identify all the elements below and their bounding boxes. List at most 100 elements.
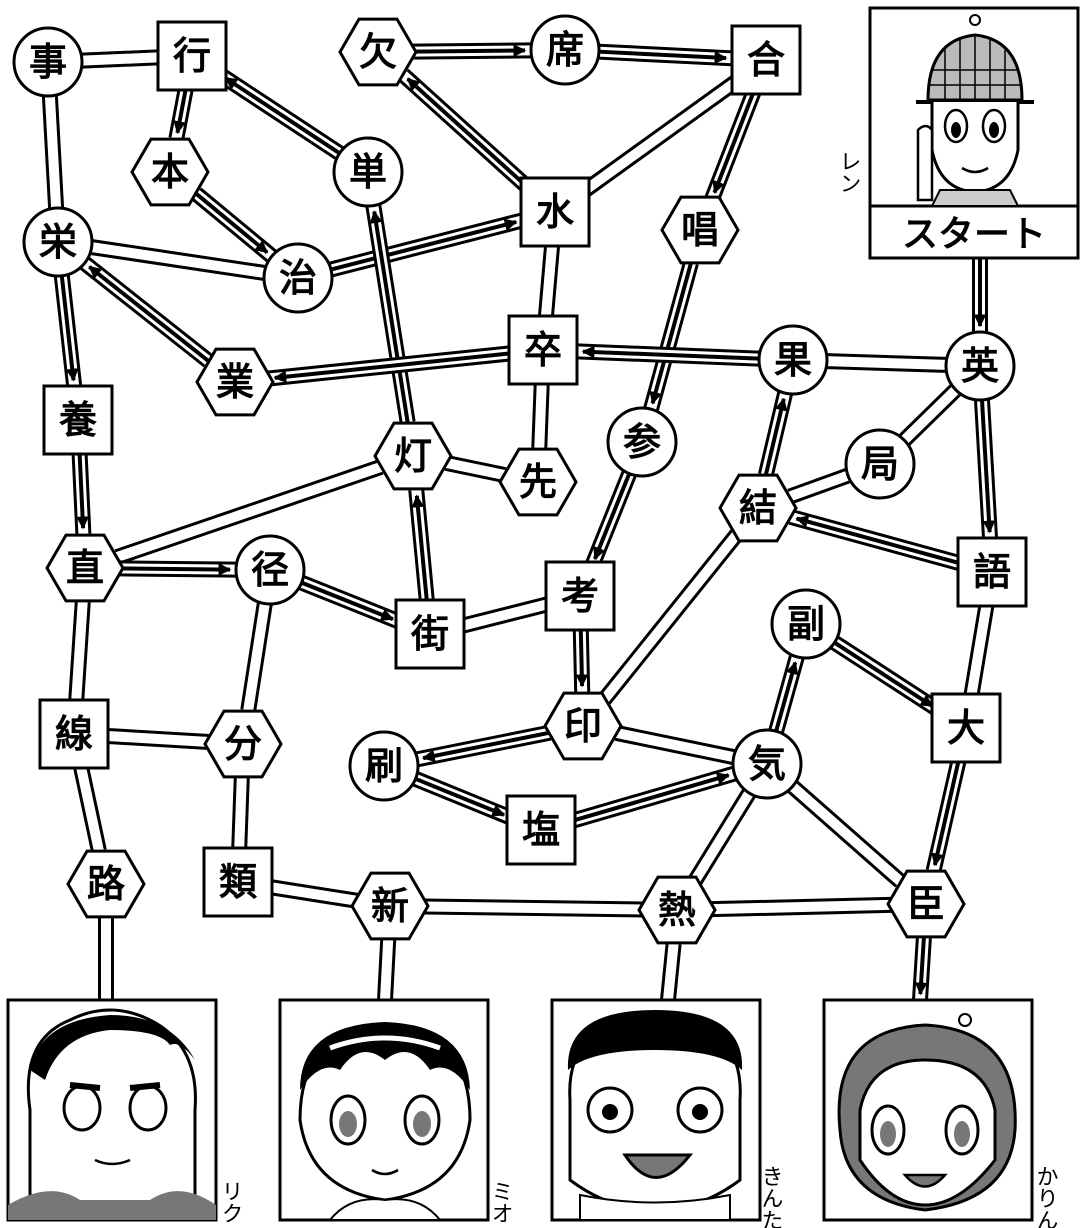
node-sui[interactable]: 水 [519, 176, 591, 248]
node-label: 単 [349, 150, 387, 194]
node-sho[interactable]: 唱 [660, 195, 740, 265]
node-label: 路 [87, 862, 126, 906]
path-sotsu-gyo2 [267, 345, 511, 387]
node-ketsu[interactable]: 欠 [338, 17, 418, 87]
path-san-ko [585, 470, 637, 568]
arrow [273, 351, 510, 384]
node-ka[interactable]: 果 [757, 324, 829, 396]
path-gyo-hon [168, 87, 194, 141]
karin-name: かりん [1033, 1165, 1058, 1228]
path-koto-ei_sakae [41, 95, 65, 209]
path-koto-gyo [81, 49, 159, 69]
node-label: 業 [216, 360, 254, 404]
path-musubi-ka [758, 391, 793, 477]
node-shin2[interactable]: 臣 [886, 869, 966, 939]
path-gai-ko [460, 596, 550, 634]
path-ketsu-sui [397, 68, 536, 196]
node-kei[interactable]: 径 [234, 534, 306, 606]
node-satsu[interactable]: 刷 [348, 730, 420, 802]
node-sen_saki[interactable]: 先 [498, 447, 578, 517]
node-gyo2[interactable]: 業 [195, 347, 275, 417]
mio-panel[interactable] [278, 998, 490, 1222]
path-go-sho [704, 88, 762, 202]
node-label: 水 [536, 190, 575, 234]
node-shin[interactable]: 新 [350, 871, 430, 941]
node-dai[interactable]: 大 [930, 692, 1002, 764]
node-seki[interactable]: 席 [529, 14, 601, 86]
path-ka-ei [826, 353, 947, 373]
path-ei-kyoku [898, 384, 962, 446]
node-yo[interactable]: 養 [42, 384, 114, 456]
path-rui-shin [270, 879, 358, 909]
node-go[interactable]: 合 [730, 24, 802, 96]
path-to-sen_saki [444, 455, 507, 483]
path-ki-netsu [688, 788, 756, 886]
node-musubi[interactable]: 結 [718, 473, 798, 543]
path-satsu-en [412, 771, 513, 825]
path-gyo-tan [215, 68, 345, 160]
karin-panel[interactable] [822, 998, 1034, 1222]
arrow [59, 275, 79, 382]
node-en[interactable]: 塩 [505, 794, 577, 866]
node-ro[interactable]: 路 [66, 849, 146, 919]
path-sotsu-sen_saki [531, 383, 550, 449]
path-ko-in [572, 629, 591, 693]
node-label: 類 [219, 860, 258, 904]
node-label: 先 [519, 460, 557, 504]
path-go2-dai [963, 604, 995, 696]
arrow [406, 77, 532, 191]
path-shin2-karin_b [912, 937, 932, 1001]
node-ei[interactable]: 英 [944, 330, 1016, 402]
arrow [421, 730, 551, 763]
node-in[interactable]: 印 [543, 691, 623, 761]
node-ki[interactable]: 気 [731, 728, 803, 800]
node-netsu[interactable]: 熱 [637, 875, 717, 945]
node-tan[interactable]: 単 [332, 136, 404, 208]
node-label: 新 [371, 884, 409, 928]
node-hon[interactable]: 本 [130, 137, 210, 207]
node-go2[interactable]: 語 [956, 536, 1028, 608]
node-label: 径 [251, 548, 289, 592]
node-label: 熱 [658, 888, 696, 932]
path-sho-san [643, 260, 699, 412]
node-ei_sakae[interactable]: 栄 [22, 206, 94, 278]
node-ji[interactable]: 治 [262, 242, 334, 314]
node-label: 灯 [394, 434, 432, 478]
path-ki-fuku [768, 654, 805, 734]
node-ko[interactable]: 考 [544, 560, 616, 632]
node-label: 果 [774, 338, 812, 382]
node-to[interactable]: 灯 [373, 421, 453, 491]
node-label: 参 [623, 420, 661, 464]
node-label: 唱 [681, 208, 719, 252]
path-musubi-in [598, 529, 743, 705]
node-san[interactable]: 参 [606, 406, 678, 478]
node-label: 語 [973, 550, 1011, 594]
path-go-sui [577, 73, 744, 199]
riku-panel[interactable] [6, 998, 218, 1222]
node-label: 印 [564, 704, 602, 748]
kinta-panel[interactable] [550, 998, 762, 1222]
node-label: 街 [410, 612, 449, 656]
node-fuku[interactable]: 副 [770, 588, 842, 660]
node-koto[interactable]: 事 [12, 26, 84, 98]
node-label: 分 [224, 722, 262, 766]
node-choku[interactable]: 直 [45, 533, 125, 603]
arrow [411, 44, 527, 57]
path-netsu-kinta_b [660, 943, 682, 1001]
riku-name: リク [218, 1180, 243, 1224]
arrow [173, 89, 188, 134]
node-sotsu[interactable]: 卒 [507, 314, 579, 386]
node-label: 考 [561, 574, 599, 618]
node-kyoku[interactable]: 局 [844, 428, 916, 500]
path-in-satsu [415, 724, 552, 768]
node-bun[interactable]: 分 [203, 709, 283, 779]
node-label: 副 [787, 602, 825, 646]
node-label: 塩 [522, 808, 560, 852]
arrow [411, 494, 429, 601]
node-gai[interactable]: 街 [394, 598, 466, 670]
node-rui[interactable]: 類 [202, 846, 274, 918]
arrow [833, 640, 934, 708]
node-gyo[interactable]: 行 [156, 20, 228, 92]
node-sen[interactable]: 線 [38, 698, 110, 770]
